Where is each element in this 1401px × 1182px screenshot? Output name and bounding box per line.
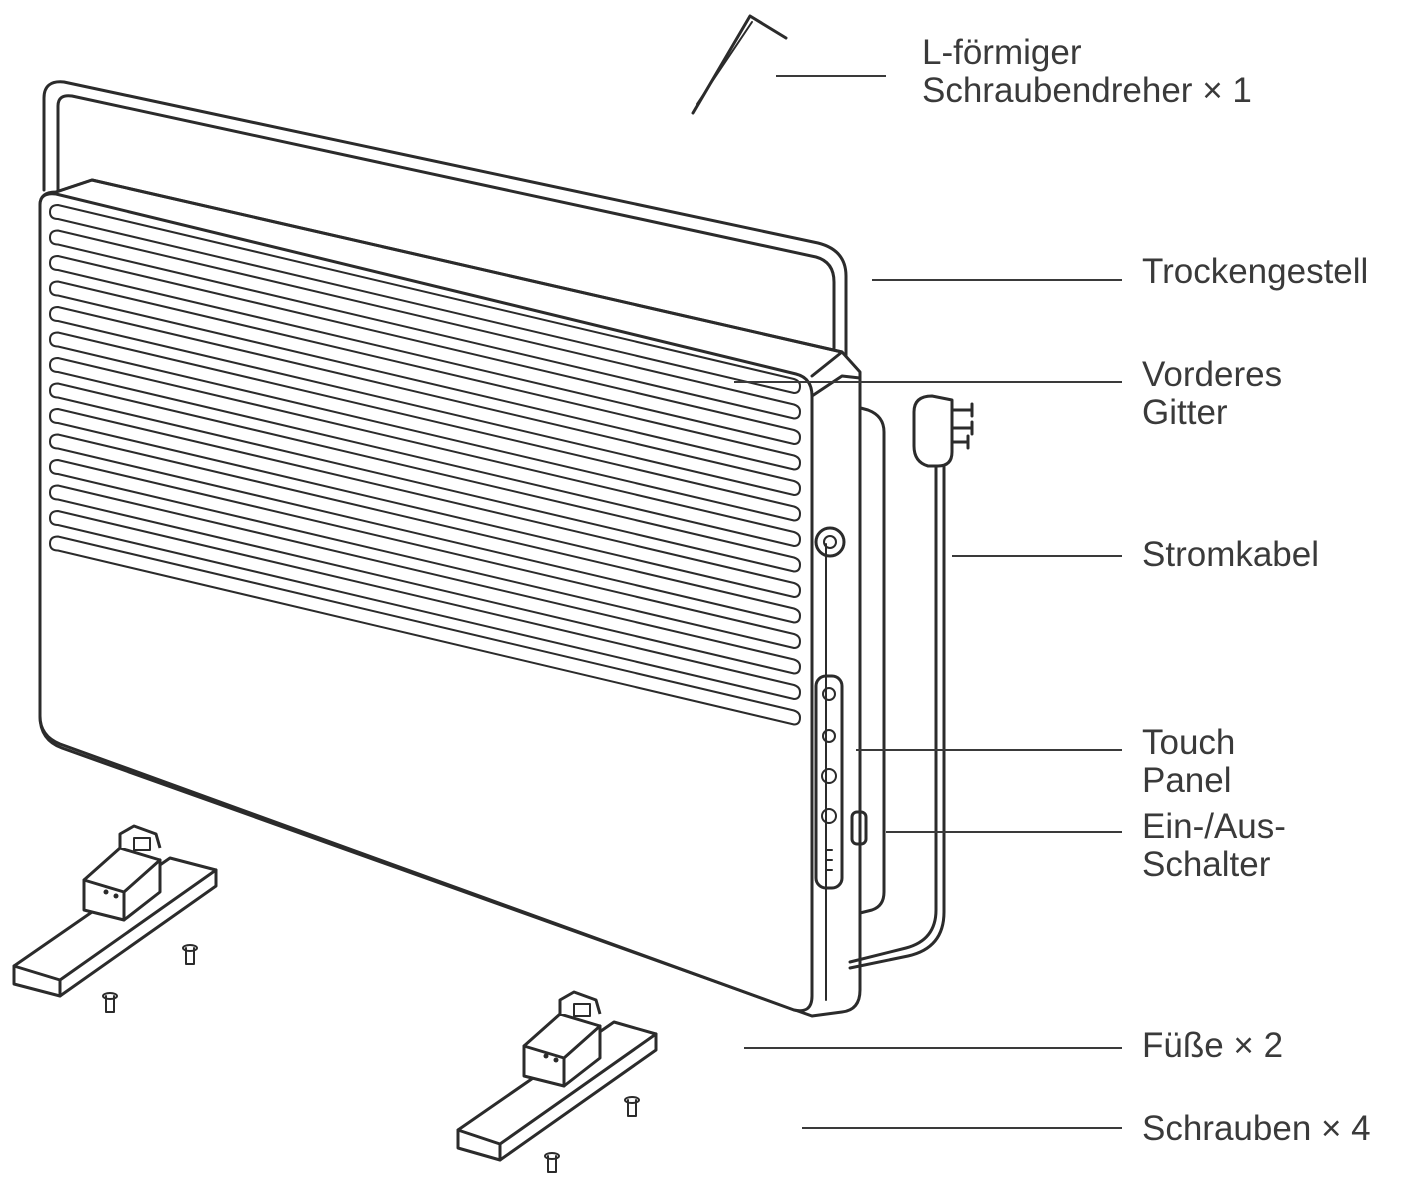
grille-slat (49, 535, 801, 726)
label-screwdriver-line-2: Schraubendreher × 1 (922, 71, 1252, 110)
label-power-cable-line-1: Stromkabel (1142, 535, 1320, 574)
grille-slat (49, 459, 801, 649)
drying-rack (42, 80, 848, 532)
label-screws: Schrauben × 4 (1142, 1110, 1371, 1148)
grille-slat (49, 280, 801, 471)
screw-1 (182, 944, 198, 965)
label-drying-rack-line-1: Trockengestell (1142, 252, 1369, 291)
foot-left (12, 824, 218, 998)
label-touch-panel: Touch Panel (1142, 724, 1235, 800)
label-screws-line-1: Schrauben × 4 (1142, 1109, 1371, 1148)
grille-slat (49, 306, 801, 496)
foot-right (456, 990, 658, 1162)
label-feet: Füße × 2 (1142, 1027, 1283, 1065)
label-feet-line-1: Füße × 2 (1142, 1026, 1284, 1065)
touch-panel (814, 674, 844, 890)
heater-body (38, 178, 862, 1018)
screw-4 (544, 1152, 560, 1173)
screw-2 (102, 992, 118, 1013)
front-grille (49, 204, 801, 726)
label-touch-panel-line-1: Touch (1142, 723, 1236, 762)
grille-slat (49, 408, 801, 598)
grille-slat (49, 382, 801, 573)
rack-mount (814, 526, 846, 558)
label-power-switch-line-2: Schalter (1142, 845, 1271, 884)
power-switch (850, 810, 868, 846)
label-front-grille: Vorderes Gitter (1142, 356, 1282, 432)
label-power-switch-line-1: Ein-/Aus- (1142, 807, 1286, 846)
label-screwdriver: L-förmiger Schraubendreher × 1 (922, 34, 1252, 110)
grille-slat (49, 229, 801, 420)
grille-slat (49, 433, 801, 624)
screw-3 (624, 1096, 640, 1117)
leader-lines (734, 75, 1122, 1129)
grille-slat (49, 331, 801, 522)
label-front-grille-line-2: Gitter (1142, 393, 1228, 432)
grille-slat (49, 255, 801, 445)
label-drying-rack: Trockengestell (1142, 253, 1368, 291)
label-touch-panel-line-2: Panel (1142, 761, 1232, 800)
grille-slat (49, 357, 801, 547)
label-power-cable: Stromkabel (1142, 536, 1319, 574)
l-shaped-screwdriver (691, 14, 788, 115)
screws (102, 944, 640, 1173)
label-front-grille-line-1: Vorderes (1142, 355, 1283, 394)
grille-slat (49, 484, 801, 675)
grille-slat (49, 510, 801, 700)
power-cable (848, 394, 974, 970)
label-screwdriver-line-1: L-förmiger (922, 33, 1082, 72)
label-power-switch: Ein-/Aus- Schalter (1142, 808, 1286, 884)
